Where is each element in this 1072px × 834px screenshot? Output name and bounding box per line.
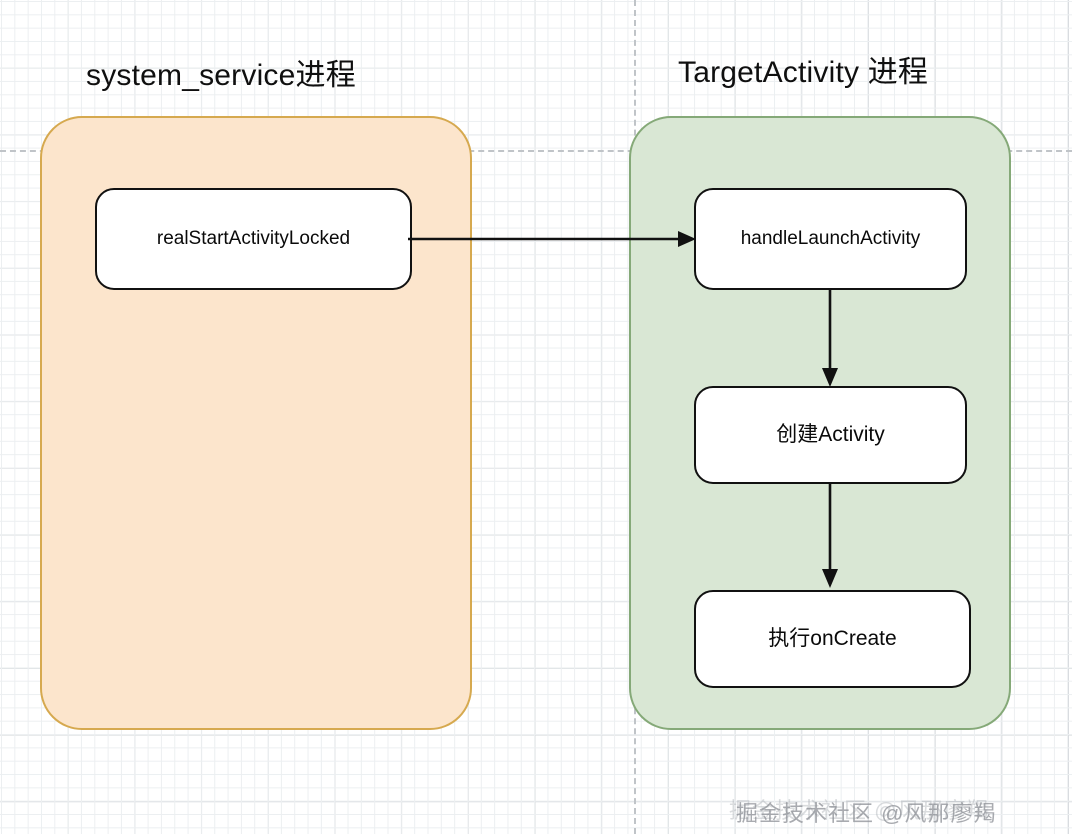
node-handle-launch-activity[interactable]: handleLaunchActivity [694, 188, 967, 290]
node-real-start-activity-locked[interactable]: realStartActivityLocked [95, 188, 412, 290]
watermark: 掘金技术社区 @风那廖羯 [736, 801, 997, 826]
connector-real-start-to-handle-launch [408, 231, 696, 247]
node-perform-oncreate[interactable]: 执行onCreate [694, 590, 971, 688]
connector-create-activity-to-perform-oncreate [822, 482, 838, 588]
lane-title-target-activity: TargetActivity 进程 [678, 56, 929, 89]
lane-title-system-service: system_service进程 [86, 59, 356, 92]
guide-line-horizontal [0, 150, 1072, 152]
connector-handle-launch-to-create-activity [822, 288, 838, 387]
node-create-activity[interactable]: 创建Activity [694, 386, 967, 484]
watermark-ghost: 掘金技术社区 @风那廖羯 [729, 798, 990, 823]
